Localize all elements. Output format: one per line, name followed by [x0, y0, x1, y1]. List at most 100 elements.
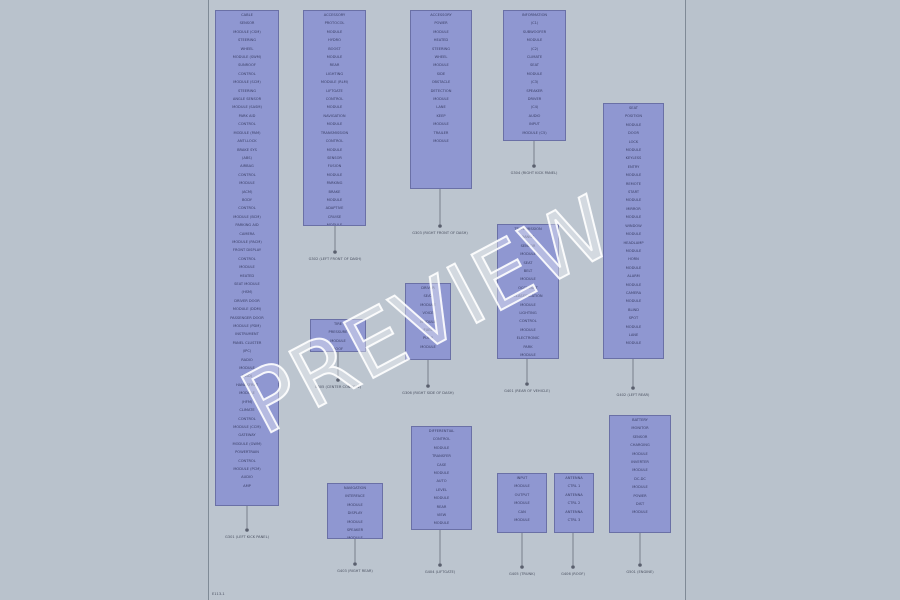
module-label: POWER	[633, 493, 647, 498]
module-label: ROOF	[332, 347, 344, 352]
module-label: START	[627, 190, 640, 195]
module-label: MODULE	[625, 248, 642, 253]
module-label: HEATED	[433, 38, 449, 43]
module-label: MODULE	[239, 391, 255, 396]
module-label: MODULE	[433, 63, 449, 68]
module-label: MODULE (RLM)	[320, 80, 349, 85]
module-label: PARKING AID	[235, 223, 259, 228]
module-label: CHARGING	[630, 443, 650, 448]
module-label: MODULE	[239, 265, 255, 270]
module-label: PARK	[523, 344, 533, 349]
module-label: CAMERA	[625, 290, 642, 295]
module-label: MODULE	[433, 496, 450, 501]
module-label: SEAT	[629, 106, 638, 110]
module-label: REAR	[329, 63, 340, 68]
module-label: AUDIO	[528, 113, 541, 118]
module-label: PRESSURE	[328, 330, 348, 335]
module-label: WINDOW	[625, 223, 642, 228]
ground-label-11: G405 (TRUNK)	[509, 572, 535, 576]
module-label: BELT	[523, 269, 533, 274]
module-label: MODULE	[526, 38, 543, 43]
module-label: LIGHTING	[519, 311, 537, 316]
ground-label-7: G401 (REAR OF VEHICLE)	[504, 389, 550, 393]
module-label: LANE	[628, 332, 639, 337]
module-label: TRANSMISSION	[514, 227, 542, 231]
module-label: CAN	[518, 509, 526, 514]
ground-label-5: G305 (CENTER CONSOLE)	[314, 385, 362, 389]
module-label: MODULE	[433, 521, 450, 526]
module-label: MODULE	[520, 302, 536, 307]
module-label: MODULE	[520, 353, 536, 358]
module-label: WHEEL	[240, 46, 254, 51]
module-label: PARKING	[326, 181, 343, 186]
module-label: MODULE	[625, 282, 642, 287]
module-label: LEVEL	[435, 487, 447, 492]
module-label: MODULE	[347, 519, 363, 524]
module-label: NAVIGATION	[343, 486, 367, 490]
ground-label-10: G404 (LIFTGATE)	[424, 570, 456, 574]
module-label: CASE	[436, 462, 447, 467]
module-label: MODULE (CCM)	[233, 424, 261, 429]
module-label: OUTPUT	[514, 492, 530, 497]
module-label: MODULE	[625, 173, 642, 178]
module-label: MODULE	[420, 344, 436, 349]
module-label: MODULE	[239, 366, 255, 371]
module-label: MODULE	[326, 223, 343, 226]
ground-label-3: G303 (RIGHT FRONT OF DASH)	[412, 231, 468, 235]
ground-label-6: G306 (RIGHT SIDE OF DASH)	[402, 391, 454, 395]
module-label: MODULE	[632, 510, 648, 515]
module-label: MODULE	[433, 97, 449, 102]
module-label: MODULE	[520, 277, 536, 282]
ground-label-13: G501 (ENGINE)	[626, 570, 654, 574]
module-label: MODULE (BCM)	[233, 214, 261, 219]
module-label: MODULE	[632, 451, 648, 456]
module-label: INPUT	[529, 122, 540, 127]
module-label: CONTROL	[519, 319, 537, 324]
module-label: CLASSIFICATION	[513, 294, 543, 299]
module-label: VIEW	[436, 513, 447, 518]
module-label: CLIMATE	[526, 55, 543, 60]
module-label: MODULE	[520, 252, 536, 257]
module-label: HEATED	[239, 273, 255, 278]
module-label: (ACM)	[241, 189, 253, 194]
module-label: CRUISE	[327, 214, 342, 219]
module-label: ANTENNA	[565, 509, 583, 514]
module-label: MODULE	[239, 181, 255, 186]
module-label: MONITOR	[631, 426, 649, 431]
module-label: BATTERY	[632, 418, 648, 422]
module-label: MODULE	[326, 55, 343, 60]
ground-label-12: G406 (ROOF)	[561, 572, 585, 576]
module-label: TIRE	[333, 322, 343, 326]
ground-label-4: G304 (RIGHT KICK PANEL)	[510, 171, 558, 175]
ground-label-1: G301 (LEFT KICK PANEL)	[225, 535, 269, 539]
module-label: MODULE	[632, 485, 648, 490]
module-label: KEEP	[436, 113, 446, 118]
module-label: (HFM)	[241, 399, 253, 404]
ground-label-2: G302 (LEFT FRONT OF DASH)	[308, 257, 362, 261]
module-label: MIRROR	[626, 206, 641, 211]
module-label: AMP	[243, 483, 251, 488]
module-label: LOCK	[628, 139, 639, 144]
module-label: DRIVER	[527, 97, 542, 102]
ground-label-9: G403 (RIGHT REAR)	[337, 569, 373, 573]
module-label: STEERING	[237, 38, 257, 43]
module-label: KEYLESS	[625, 156, 642, 161]
module-label: AIRBAG	[240, 164, 254, 169]
module-label: SEAT	[423, 294, 433, 299]
module-label: POWERTRAIN	[235, 450, 259, 455]
module-label: SEAT	[530, 63, 539, 68]
module-label: TRANSFER	[432, 454, 451, 459]
module-label: MODULE	[326, 172, 343, 177]
module-label: (C2)	[530, 46, 539, 51]
module-label: MODULE (SCM)	[233, 80, 261, 85]
module-label: SPOT	[628, 316, 639, 321]
module-label: DIFFERENTIAL	[428, 429, 455, 433]
module-label: SUNROOF	[238, 63, 256, 68]
module-label: INFORMATION	[521, 13, 548, 17]
